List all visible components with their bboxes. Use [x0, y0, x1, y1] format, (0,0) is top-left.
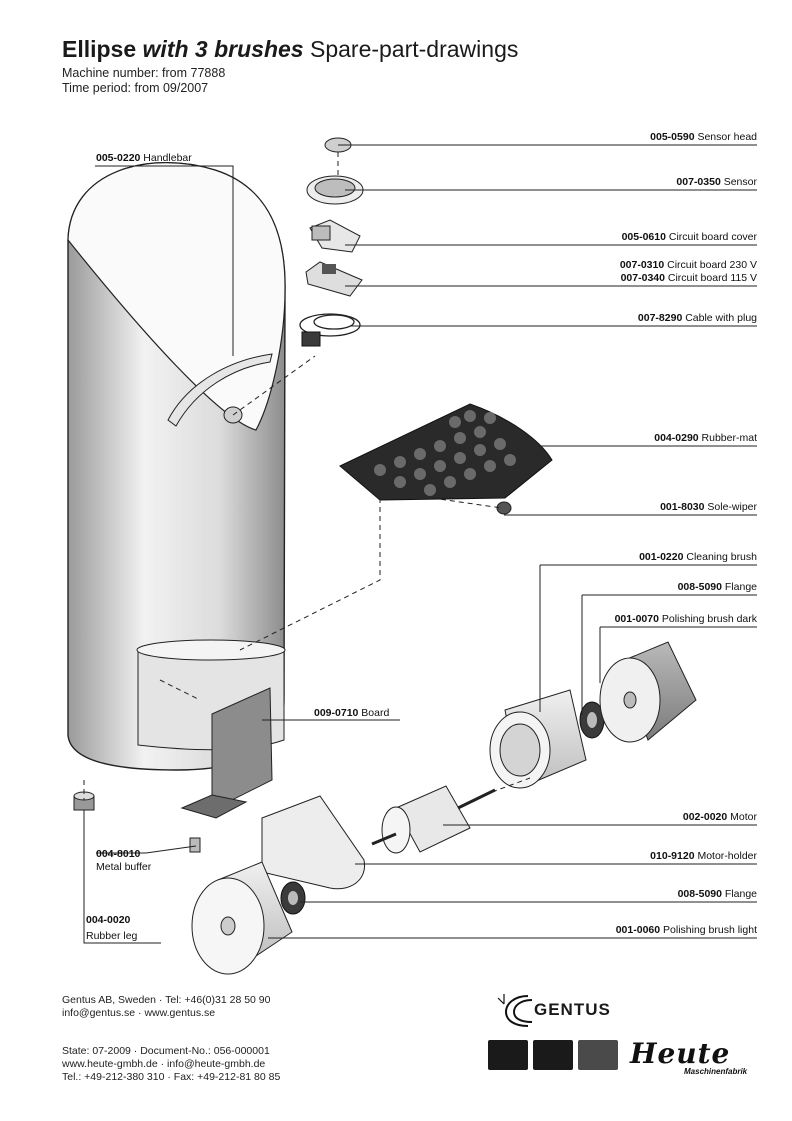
flange-lower	[280, 881, 306, 915]
part-label: 002-0020 Motor	[682, 811, 757, 823]
part-label: 004-0290 Rubber-mat	[654, 432, 757, 444]
part-label: 005-0220 Handlebar	[96, 152, 192, 164]
gentus-web: info@gentus.se · www.gentus.se	[62, 1007, 216, 1019]
board	[180, 687, 273, 819]
machine-number: Machine number: from 77888	[62, 66, 226, 80]
part-label: 001-0070 Polishing brush dark	[614, 613, 757, 625]
part-label: 010-9120 Motor-holder	[650, 850, 757, 862]
rubber-mat	[339, 403, 553, 501]
brush-icon	[533, 1040, 573, 1070]
polishing-brush-dark	[599, 641, 697, 743]
motor	[371, 785, 496, 854]
page-title: Ellipse with 3 brushes Spare-part-drawin…	[62, 36, 518, 62]
part-label: 007-0340 Circuit board 115 V	[620, 272, 757, 284]
heute-subtitle: Maschinenfabrik	[684, 1067, 748, 1076]
sole-wiper	[496, 501, 512, 515]
metal-buffer	[189, 837, 201, 853]
part-label: 001-0060 Polishing brush light	[615, 924, 757, 936]
cleaning-brush	[489, 689, 587, 789]
part-label: 008-5090 Flange	[677, 581, 757, 593]
part-label: 004-8010	[96, 848, 141, 860]
title-brand: Ellipse	[62, 36, 137, 62]
time-period: Time period: from 09/2007	[62, 81, 209, 95]
circuit-board	[305, 261, 363, 297]
title-rest: Spare-part-drawings	[309, 36, 519, 62]
shoe-sole-icon	[488, 1040, 528, 1070]
gentus-wordmark: GENTUS	[534, 1000, 611, 1019]
part-label: 007-0310 Circuit board 230 V	[619, 259, 757, 271]
rubber-leg	[73, 791, 95, 811]
motor-holder	[261, 795, 366, 890]
part-label: 008-5090 Flange	[677, 888, 757, 900]
part-label: 004-0020	[86, 914, 131, 926]
part-label: 001-0220 Cleaning brush	[639, 551, 757, 563]
sensor	[306, 175, 364, 205]
part-label: 007-8290 Cable with plug	[637, 312, 757, 324]
leader-lines	[83, 144, 757, 944]
title-italic: with 3 brushes	[142, 36, 304, 62]
part-label-name: Metal buffer	[96, 861, 152, 873]
heute-logo: Heute	[630, 1037, 731, 1070]
part-label: 005-0590 Sensor head	[650, 131, 757, 143]
document-state: State: 07-2009 · Document-No.: 056-00000…	[62, 1045, 270, 1057]
polishing-brush-light	[191, 861, 293, 975]
part-label: 007-0350 Sensor	[676, 176, 757, 188]
part-label-name: Rubber leg	[86, 930, 138, 942]
gear-icon	[578, 1040, 618, 1070]
part-label: 005-0610 Circuit board cover	[621, 231, 757, 243]
heute-web: www.heute-gmbh.de · info@heute-gmbh.de	[62, 1058, 266, 1070]
housing	[67, 162, 286, 771]
part-label: 001-8030 Sole-wiper	[660, 501, 757, 513]
gentus-logo-icon	[497, 994, 533, 1027]
flange-upper	[579, 701, 605, 739]
gentus-contact: Gentus AB, Sweden · Tel: +46(0)31 28 50 …	[62, 994, 271, 1006]
cable-with-plug	[299, 313, 361, 347]
part-label: 009-0710 Board	[314, 707, 390, 719]
circuit-board-cover	[309, 219, 361, 253]
heute-tel: Tel.: +49-212-380 310 · Fax: +49-212-81 …	[62, 1071, 281, 1083]
